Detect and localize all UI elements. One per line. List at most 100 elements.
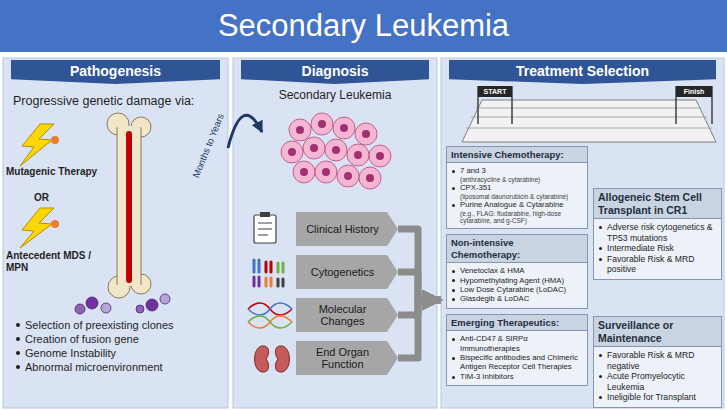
bullet-text: Genome Instability (25, 347, 116, 359)
cell (311, 113, 333, 135)
box-heading: Surveillance or Maintenance (594, 317, 721, 347)
bullet-item: 7 and 3 (451, 166, 583, 175)
title-band: Secondary Leukemia (0, 0, 727, 52)
cell (75, 304, 85, 314)
bullet-text: Purine Analogue & Cytarabine (460, 200, 564, 209)
drawing-part (466, 128, 712, 129)
race-track (462, 86, 716, 142)
bullet-subtext: (anthracycline & cytarabine) (451, 176, 583, 183)
drawing-part (366, 174, 374, 182)
box-body: Favorable Risk & MRD negativeAcute Promy… (594, 347, 721, 406)
panel: PathogenesisProgressive genetic damage v… (3, 58, 228, 408)
clip (260, 212, 270, 217)
chevron-text: End Organ Function (302, 346, 383, 370)
drawing-part (253, 277, 256, 286)
bullet-item: Creation of fusion gene (15, 332, 220, 346)
cell (337, 165, 359, 187)
bullet-text: Venetoclax & HMA (460, 266, 524, 275)
bullet-dot (452, 298, 455, 301)
bullet-text: TIM-3 Inhibitors (460, 372, 514, 381)
bullet-dot (452, 289, 455, 292)
bullet-dot (452, 338, 455, 341)
panel: Treatment SelectionIntensive Chemotherap… (441, 58, 724, 408)
bullet-dot (452, 204, 455, 207)
drawing-part (282, 263, 285, 272)
box-heading: Allogeneic Stem Cell Transplant in CR1 (594, 189, 721, 219)
drawing-part (344, 172, 352, 180)
bullet-text: Favorable Risk & MRD positive (607, 254, 694, 274)
treatment-box: Allogeneic Stem Cell Transplant in CR1Ad… (593, 188, 722, 280)
box-body: Adverse risk cytogenetics & TP53 mutatio… (594, 219, 721, 278)
bullet-text: Glasdegib & LoDAC (460, 294, 529, 303)
bullet-item: CPX-351 (451, 183, 583, 192)
bullet-text: Anti-CD47 & SIRPα Immunotherapies (460, 334, 528, 352)
treatment-box: Non-intensive Chemotherapy:Venetoclax & … (446, 234, 588, 308)
connector (398, 272, 441, 300)
track-banner: START (478, 86, 512, 97)
drawing-part (296, 126, 304, 134)
drawing-part (270, 262, 273, 272)
lightning-bolts (20, 124, 59, 248)
bullet-item: Purine Analogue & Cytarabine (451, 200, 583, 209)
drawing-part (253, 260, 256, 272)
bullet-item: Intermediate Risk (598, 243, 717, 253)
cell (333, 117, 355, 139)
bullet-dot (599, 247, 602, 250)
warning-dot (51, 136, 59, 144)
bullet-dot (16, 323, 20, 327)
drawing-part (270, 278, 273, 286)
box-body: Anti-CD47 & SIRPα ImmunotherapiesBispeci… (447, 331, 587, 385)
bullet-item: TIM-3 Inhibitors (451, 372, 583, 381)
drawing-part (362, 130, 370, 138)
leukemia-cells (281, 113, 391, 189)
bullet-text: CPX-351 (460, 183, 491, 192)
abnormal-cells (75, 294, 170, 314)
bullet-text: Hypomethylating Agent (HMA) (460, 276, 564, 285)
drawing-part (275, 346, 289, 372)
cell (281, 141, 303, 163)
bullet-dot (452, 270, 455, 273)
illustration-label: Antecedent MDS / MPN (6, 250, 100, 274)
treatment-box: Surveillance or MaintenanceFavorable Ris… (593, 316, 722, 408)
bullet-text: Selection of preexisting clones (25, 319, 174, 331)
drawing-part (288, 148, 296, 156)
cell (355, 123, 377, 145)
box-heading: Non-intensive Chemotherapy: (447, 235, 587, 263)
treatment-box: Intensive Chemotherapy: 7 and 3(anthracyc… (446, 146, 588, 229)
drawing-part (376, 152, 384, 160)
drawing-part (476, 108, 701, 109)
rule (258, 229, 272, 230)
drawing-part (332, 146, 340, 154)
cell (303, 137, 325, 159)
clipboard (254, 215, 276, 243)
bullet-item: Abnormal microenvironment (15, 360, 220, 374)
drawing-part (258, 260, 261, 272)
bone-marrow (126, 134, 132, 280)
drawing-part (248, 303, 292, 315)
bullet-dot (452, 187, 455, 190)
cell (315, 161, 337, 183)
drawing-part (248, 316, 292, 328)
bullet-item: Selection of preexisting clones (15, 318, 220, 332)
cell (293, 161, 315, 183)
bullet-item: Glasdegib & LoDAC (451, 294, 583, 303)
treatment-box: Emerging Therapeutics:Anti-CD47 & SIRPα … (446, 314, 588, 386)
box-heading: Emerging Therapeutics: (447, 315, 587, 331)
bullet-item: Acute Promyelocytic Leukemia (598, 371, 717, 392)
diagnosis-chevron: Clinical History (296, 212, 398, 246)
cell (289, 119, 311, 141)
bullet-text: Abnormal microenvironment (25, 361, 163, 373)
panel-header: Pathogenesis (11, 60, 220, 84)
track-banner: Finish (676, 86, 712, 97)
rule (258, 235, 268, 236)
bone-fill (118, 126, 140, 286)
drawing-part (318, 120, 326, 128)
bullet-dot (599, 375, 602, 378)
bullet-dot (452, 357, 455, 360)
nuclei (288, 120, 384, 182)
diagnosis-chevron: Cytogenetics (296, 255, 398, 289)
bullet-item: Venetoclax & HMA (451, 266, 583, 275)
box-heading: Intensive Chemotherapy: (447, 147, 587, 163)
box-body: Venetoclax & HMAHypomethylating Agent (H… (447, 263, 587, 308)
